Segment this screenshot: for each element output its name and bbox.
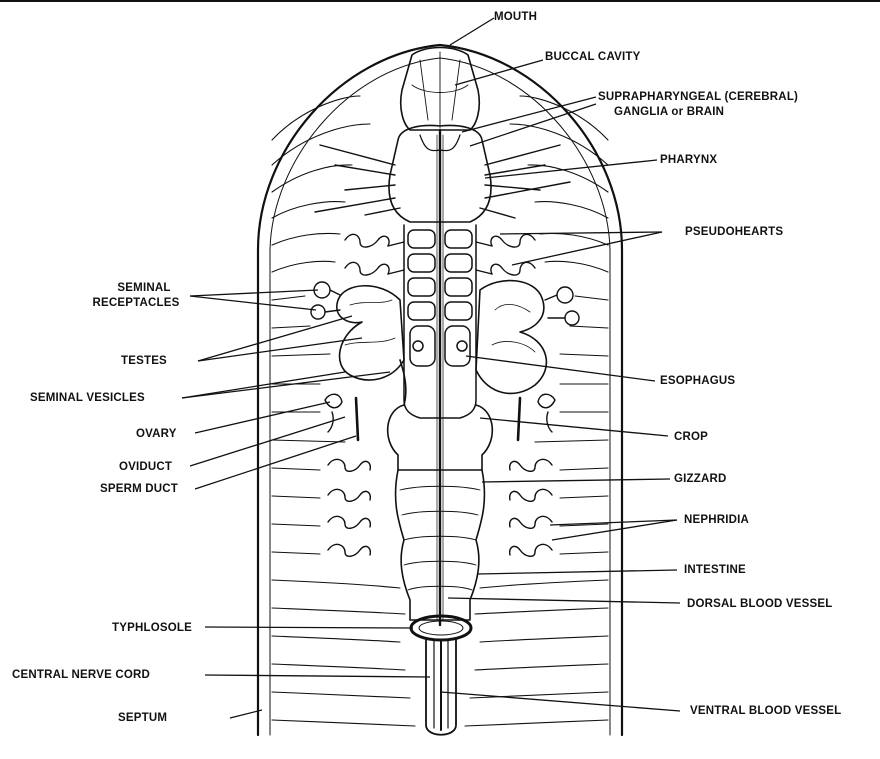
label-septum: SEPTUM (118, 711, 167, 725)
label-suprapharyngeal-line2: GANGLIA or BRAIN (614, 105, 724, 119)
pharyngeal-muscles (315, 145, 570, 218)
label-intestine: INTESTINE (684, 563, 746, 577)
label-crop: CROP (674, 430, 708, 444)
leader-lines (182, 18, 680, 718)
nephridia-left (328, 459, 370, 556)
label-typhlosole: TYPHLOSOLE (112, 621, 192, 635)
label-buccal-cavity: BUCCAL CAVITY (545, 50, 640, 64)
label-seminal-line1: SEMINAL (92, 281, 196, 295)
label-dorsal-blood-vessel: DORSAL BLOOD VESSEL (687, 597, 832, 611)
label-central-nerve-cord: CENTRAL NERVE CORD (12, 668, 150, 682)
label-esophagus: ESOPHAGUS (660, 374, 735, 388)
label-pharynx: PHARYNX (660, 153, 717, 167)
label-seminal-vesicles: SEMINAL VESICLES (30, 391, 145, 405)
label-pseudohearts: PSEUDOHEARTS (685, 225, 783, 239)
label-gizzard: GIZZARD (674, 472, 727, 486)
seminal-vesicles-right (476, 281, 546, 394)
nephridia-right (510, 459, 552, 556)
label-sperm-duct: SPERM DUCT (100, 482, 178, 496)
label-ovary: OVARY (136, 427, 177, 441)
pseudohearts-left (345, 234, 404, 275)
label-mouth: MOUTH (494, 10, 537, 24)
seminal-vesicles-left (337, 286, 406, 405)
label-testes: TESTES (121, 354, 167, 368)
label-suprapharyngeal-line1: SUPRAPHARYNGEAL (CEREBRAL) (598, 90, 798, 104)
label-oviduct: OVIDUCT (119, 460, 172, 474)
label-ventral-blood-vessel: VENTRAL BLOOD VESSEL (690, 704, 841, 718)
label-nephridia: NEPHRIDIA (684, 513, 749, 527)
label-seminal-line2: RECEPTACLES (80, 296, 192, 310)
pseudohearts-right (476, 234, 535, 275)
